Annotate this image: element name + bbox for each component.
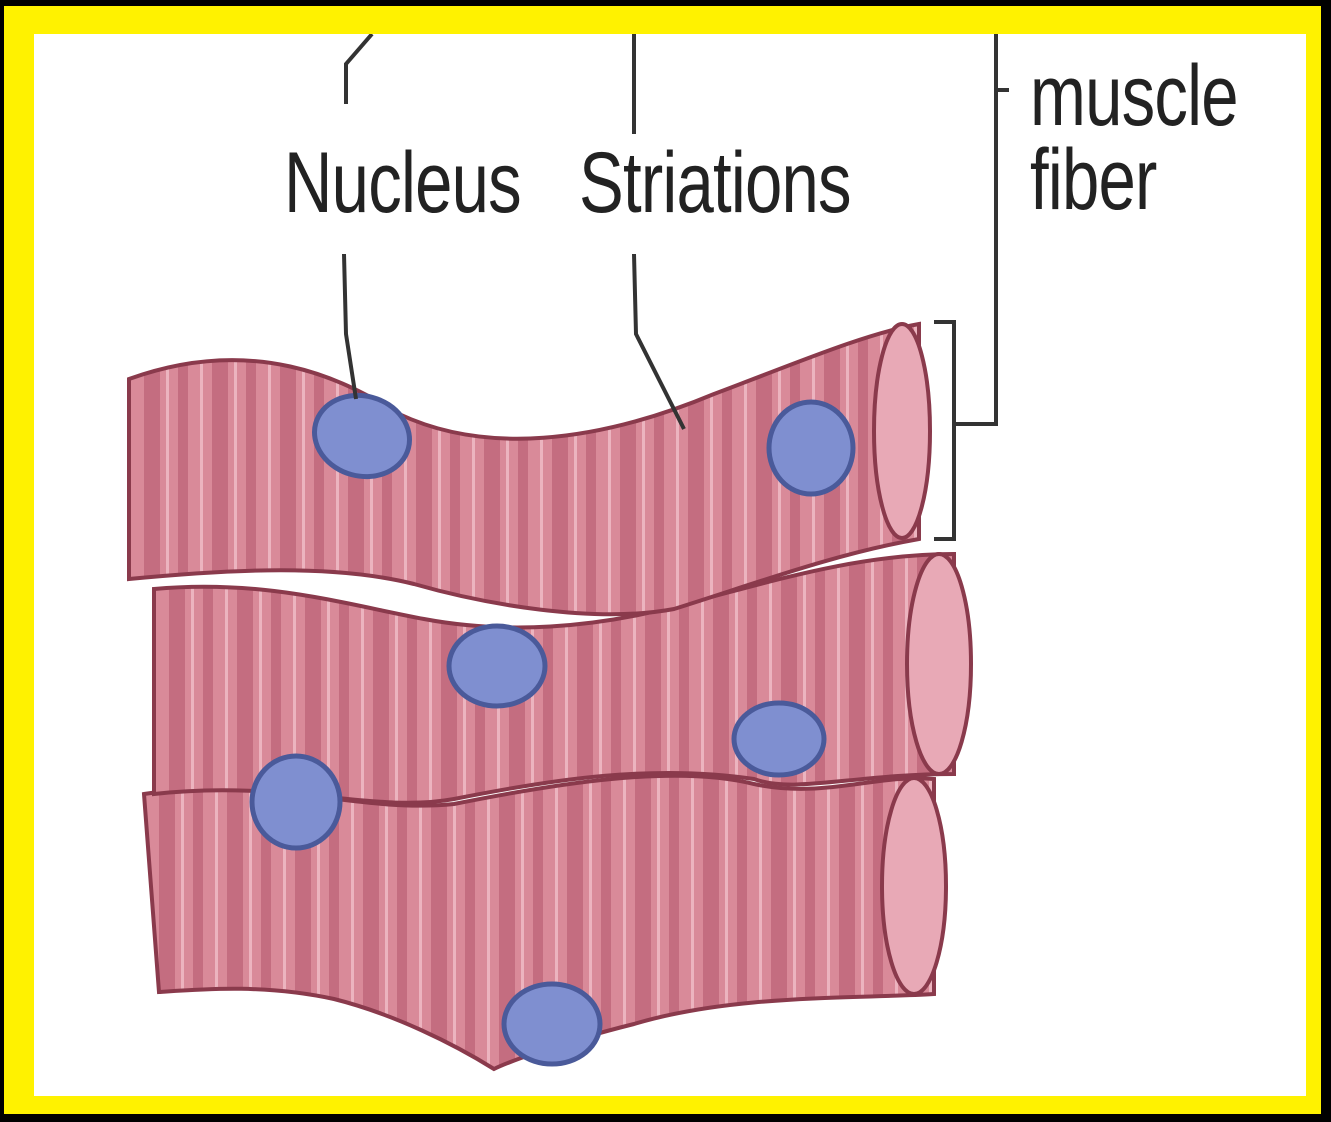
striations-label: Striations — [579, 134, 851, 233]
nucleus-label: Nucleus — [284, 134, 521, 233]
muscle-fiber-label: muscle fiber — [1030, 54, 1238, 222]
nucleus-icon — [449, 626, 545, 706]
nucleus-icon — [252, 756, 340, 848]
muscle-fiber-label-line2: fiber — [1030, 138, 1238, 222]
diagram-canvas: Nucleus Striations muscle fiber — [34, 34, 1306, 1096]
nucleus-icon — [734, 703, 824, 775]
nucleus-icon — [769, 402, 853, 494]
muscle-fiber-label-line1: muscle — [1030, 54, 1238, 138]
nucleus-icon — [504, 984, 600, 1064]
